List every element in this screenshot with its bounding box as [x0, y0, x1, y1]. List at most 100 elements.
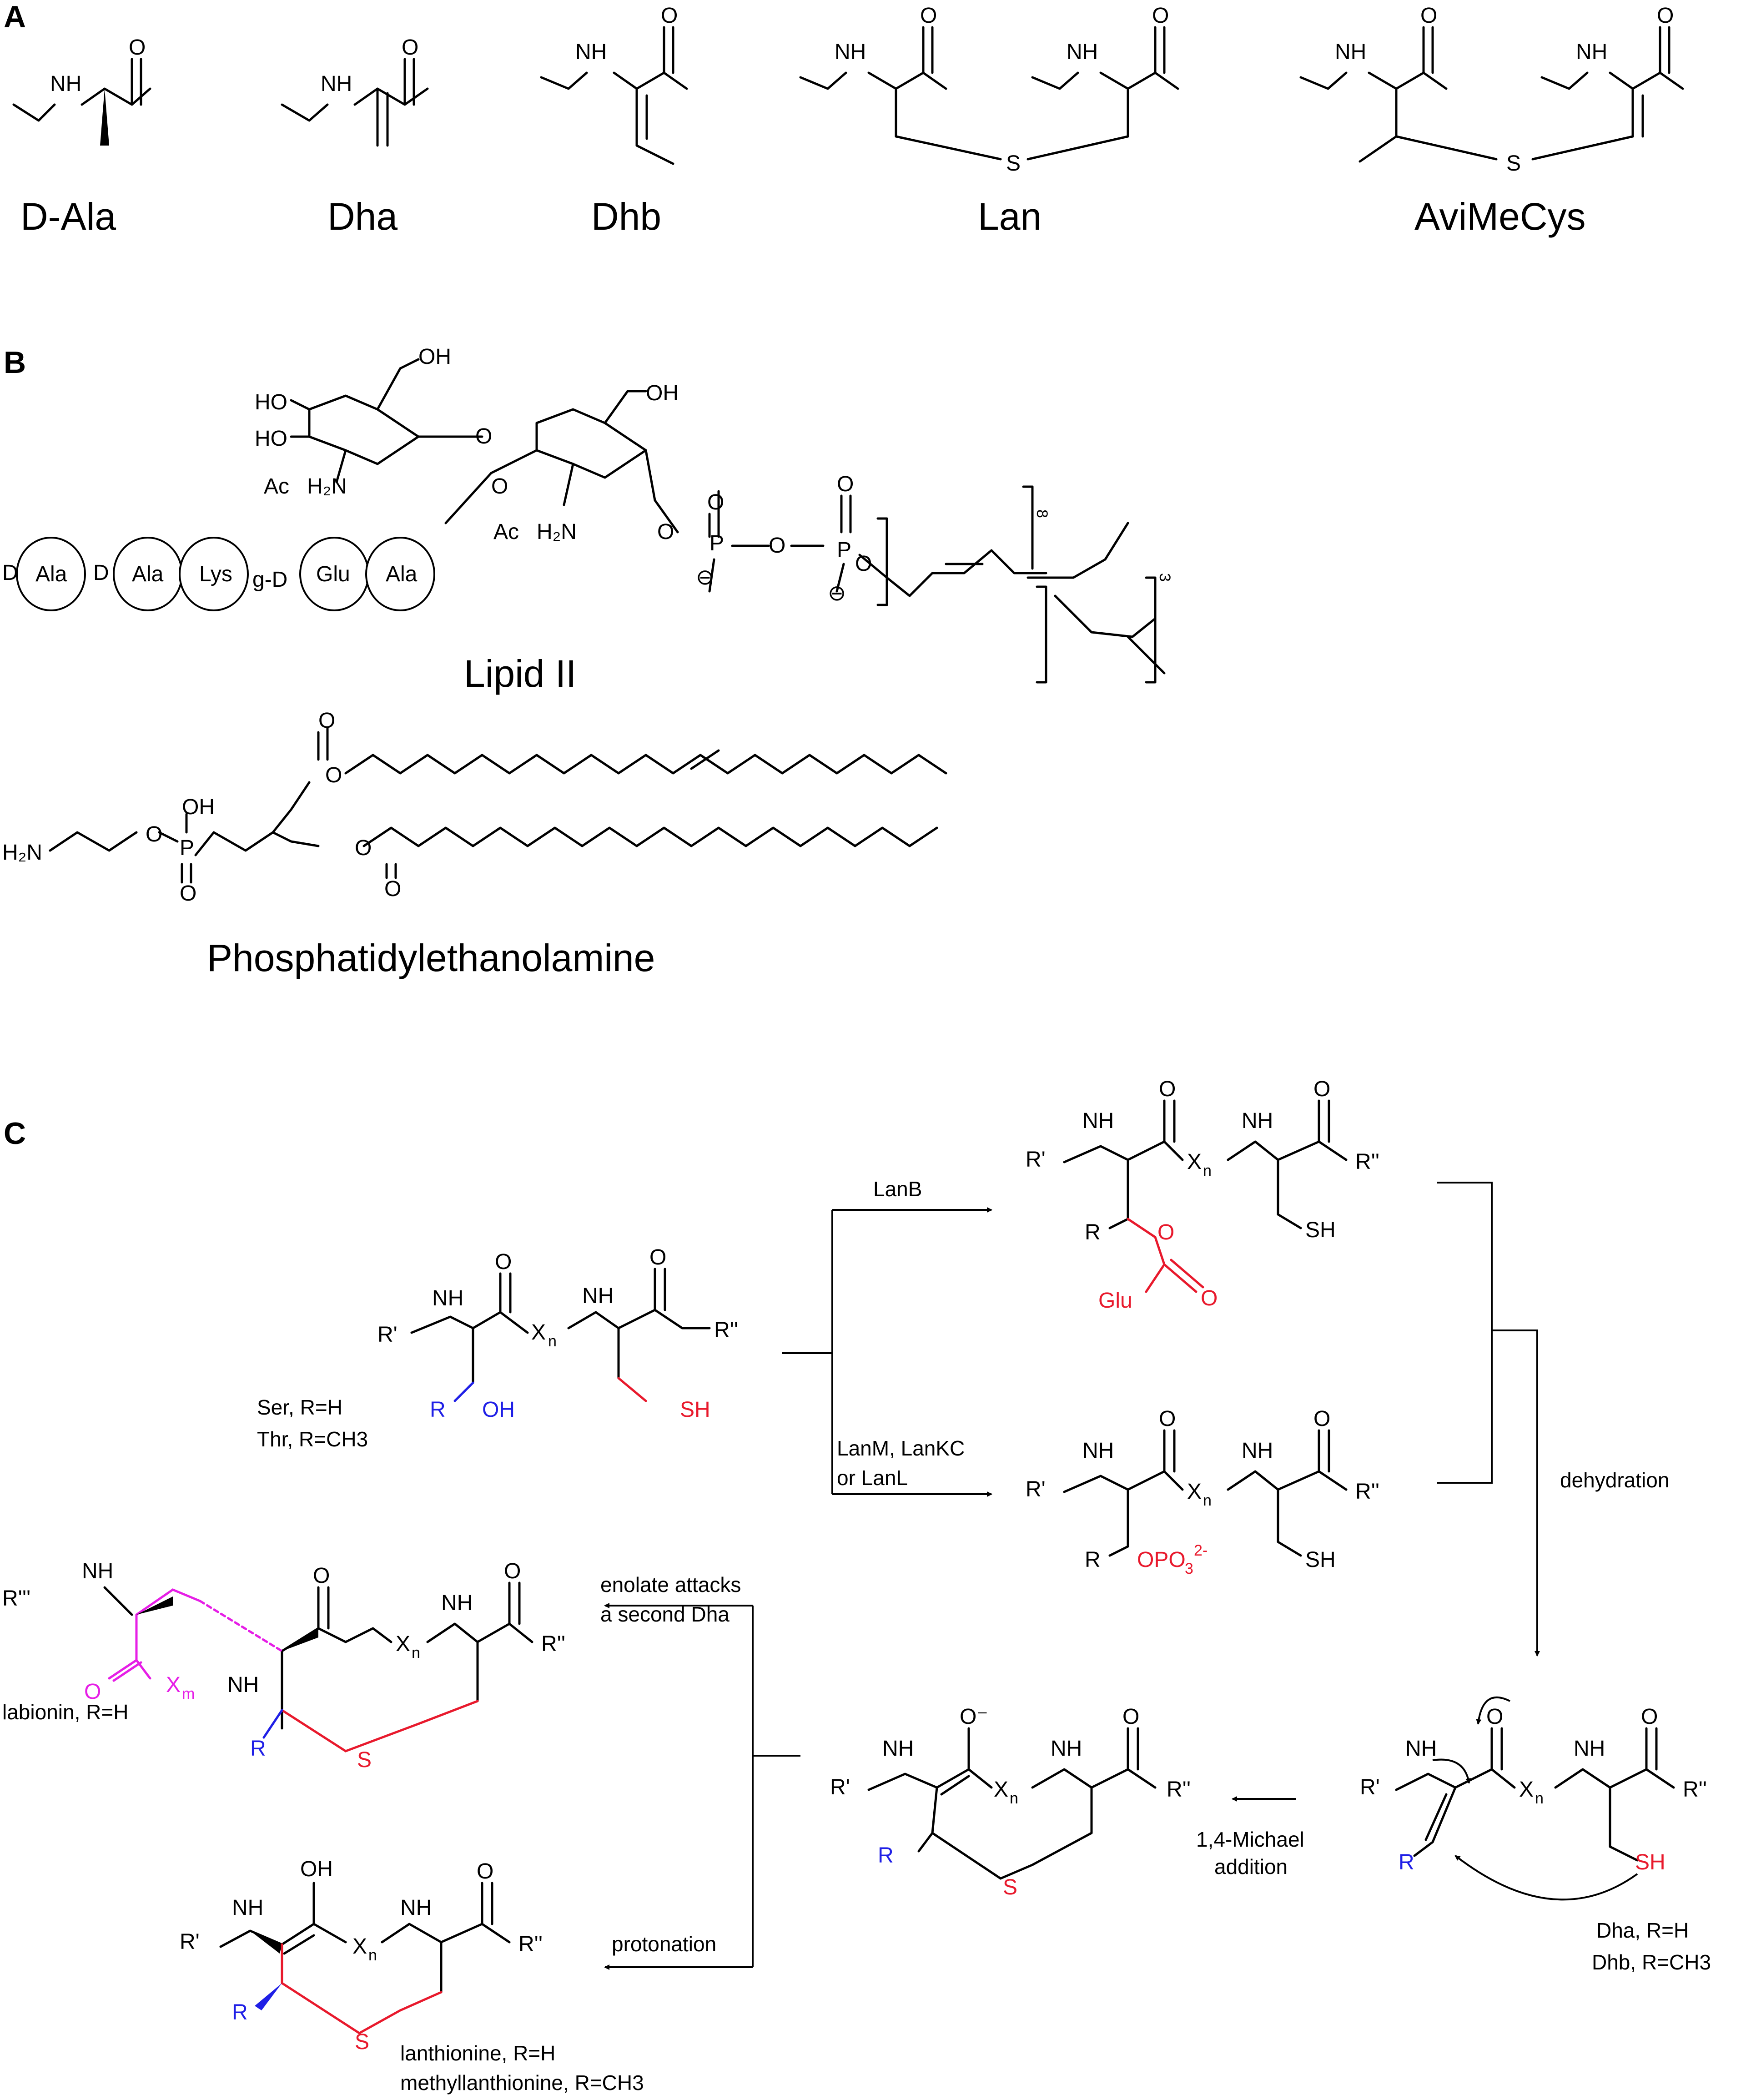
nh-label: NH: [1405, 1737, 1437, 1761]
o-label: O: [1159, 1407, 1176, 1431]
avimecys-structure: NH O NH O S AviMeCys: [1299, 4, 1684, 238]
nh-label: NH: [835, 40, 866, 64]
ac-label: Ac: [264, 474, 289, 499]
xm-label: X: [166, 1673, 181, 1697]
repeat-8: 8: [1033, 509, 1051, 518]
n-sub: n: [368, 1947, 377, 1964]
lipid-ii-structure: OH HO HO Ac H₂N O OH O Ac H₂N O P O ⊖ O …: [255, 345, 1173, 684]
panel-b-label: B: [4, 345, 26, 380]
enzyme-lanl: or LanL: [837, 1466, 908, 1490]
pe-title: Phosphatidylethanolamine: [207, 937, 655, 979]
residue-circle: [365, 537, 435, 611]
rp-label: R': [1026, 1148, 1046, 1172]
minus-label: ⊖: [828, 581, 846, 605]
dehydrated-intermediate: R' NH O X n NH O R'' R SH Dha, R=H Dhb, …: [1360, 1696, 1711, 1974]
xn-label: X: [531, 1320, 546, 1345]
start-peptide: R' NH O X n NH O R'' R OH SH Ser, R=H Th…: [257, 1245, 738, 1451]
o-label: O: [475, 424, 492, 448]
o-label: O: [491, 474, 508, 499]
rpp-label: R'': [541, 1632, 565, 1656]
xn-label: X: [994, 1778, 1008, 1802]
nh-label: NH: [882, 1737, 914, 1761]
p-label: P: [709, 531, 724, 555]
nh-label: NH: [1242, 1439, 1273, 1463]
oh-label: OH: [418, 345, 451, 369]
rpp-label: R'': [1355, 1150, 1379, 1174]
lipid-ii-title: Lipid II: [464, 652, 577, 695]
s-label: S: [1006, 151, 1021, 176]
rp-label: R': [1026, 1477, 1046, 1501]
residue-ala: Ala: [35, 562, 67, 586]
opo3-sub: 3: [1185, 1560, 1193, 1577]
panel-c: C R' NH O X n NH O R'' R OH SH Ser, R=H …: [2, 1077, 1711, 2095]
name-lan: Lan: [978, 195, 1042, 238]
enolate-label-1: enolate attacks: [600, 1573, 741, 1596]
phosphorylated-intermediate: R' NH O X n NH O R'' R OPO 3 2- SH: [1026, 1407, 1379, 1577]
h2n-label: H₂N: [307, 474, 347, 499]
dha-caption: Dha, R=H: [1596, 1919, 1689, 1942]
d-mark: D: [2, 561, 18, 585]
oh-label: OH: [182, 795, 215, 819]
labionin-caption: labionin, R=H: [2, 1700, 128, 1724]
name-d-ala: D-Ala: [20, 195, 116, 238]
o-label: O: [1122, 1705, 1139, 1729]
o-label: O: [318, 709, 335, 733]
d-ala-structure: NH O D-Ala: [12, 35, 151, 238]
nh-label: NH: [1067, 40, 1098, 64]
xn-label: X: [352, 1934, 367, 1959]
o-label: O: [920, 4, 937, 28]
residue-ala: Ala: [386, 562, 418, 586]
o-label: O: [384, 877, 401, 901]
nh-label: NH: [441, 1591, 473, 1615]
fork-arrows: enolate attacks a second Dha protonation: [600, 1573, 800, 1970]
r-label: R: [1399, 1850, 1414, 1874]
p-label: P: [180, 836, 194, 860]
panel-b: B OH HO HO Ac H₂N O OH O Ac H₂N O P O ⊖: [2, 345, 1173, 979]
dehydration-arrow: dehydration: [1437, 1182, 1669, 1657]
xn-label: X: [1519, 1778, 1534, 1802]
panel-a: A NH O D-Ala NH O Dha NH O Dhb N: [4, 0, 1684, 238]
name-dha: Dha: [327, 195, 397, 238]
xn-label: X: [1187, 1480, 1202, 1504]
r-label: R: [232, 2000, 248, 2024]
rpp-label: R'': [1355, 1480, 1379, 1504]
nh-label: NH: [575, 40, 607, 64]
o-label: O: [180, 881, 196, 906]
nh-label: NH: [1335, 40, 1366, 64]
name-avimecys: AviMeCys: [1414, 195, 1586, 238]
peptide-chain: D Ala D Ala Lys g-D Glu Ala: [2, 537, 435, 611]
residue-glu: Glu: [316, 562, 350, 586]
n-sub: n: [1535, 1790, 1544, 1807]
d-mark: D: [93, 561, 109, 585]
rp-label: R': [180, 1930, 200, 1954]
sh-label: SH: [680, 1398, 710, 1422]
n-sub: n: [412, 1644, 420, 1662]
oh-label: OH: [646, 381, 679, 405]
panel-c-label: C: [4, 1116, 26, 1151]
enzyme-lanb: LanB: [873, 1177, 922, 1201]
rpp-label: R'': [1167, 1778, 1191, 1802]
o-label: O: [837, 472, 854, 496]
o-label: O: [1157, 1220, 1174, 1244]
o-label: O: [1657, 4, 1674, 28]
n-sub: n: [1203, 1162, 1212, 1179]
ser-caption: Ser, R=H: [257, 1395, 342, 1419]
n-sub: n: [1203, 1492, 1212, 1509]
n-sub: n: [548, 1333, 557, 1350]
o-label: O: [661, 4, 678, 28]
ho-label: HO: [255, 427, 287, 451]
o-label: O: [1420, 4, 1437, 28]
michael-label-2: addition: [1214, 1855, 1288, 1878]
michael-label-1: 1,4-Michael: [1196, 1828, 1304, 1851]
r-label: R: [430, 1398, 446, 1422]
o-minus-label: O⁻: [960, 1705, 988, 1729]
r-label: R: [1085, 1548, 1101, 1572]
nh-label: NH: [1576, 40, 1607, 64]
o-label: O: [1486, 1705, 1503, 1729]
o-label: O: [707, 490, 724, 514]
rp-label: R': [377, 1323, 397, 1347]
ac-label: Ac: [493, 520, 519, 544]
enzyme-lanm: LanM, LanKC: [837, 1436, 965, 1460]
nh-label: NH: [50, 72, 81, 96]
